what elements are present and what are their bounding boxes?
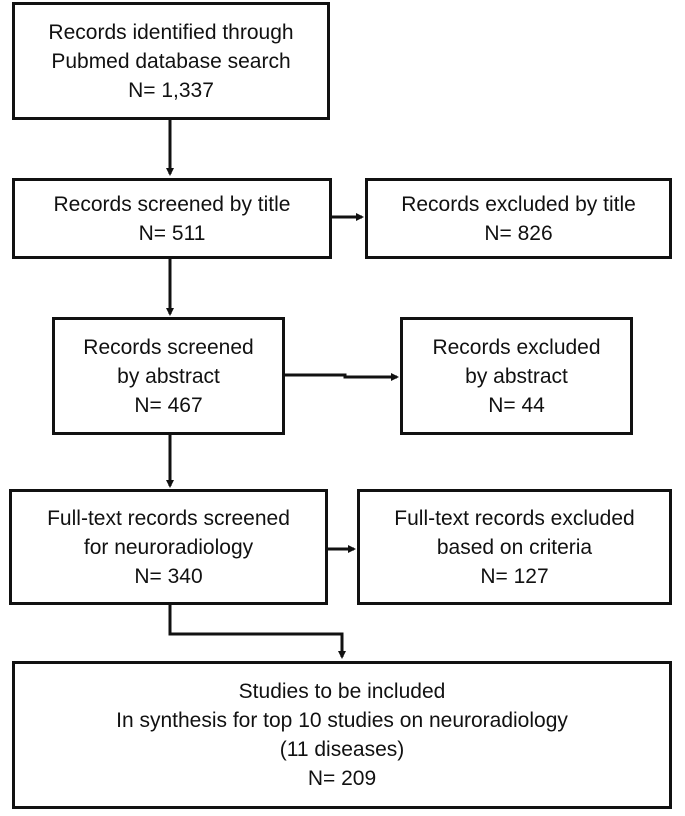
box-text-line: In synthesis for top 10 studies on neuro… [116,709,568,732]
box-count: N= 467 [134,393,203,417]
box-text-line: Records excluded by title [401,192,636,216]
box-studies-included: Studies to be included In synthesis for … [12,661,672,809]
box-text-line: Records identified through [48,20,294,44]
box-text-line: Studies to be included [238,680,446,703]
box-text-line: based on criteria [436,535,593,559]
box-text-line: for neuroradiology [83,535,254,559]
box-text-line: Full-text records screened [47,506,290,530]
box-count: N= 340 [134,564,203,588]
box-records-excluded-by-abstract: Records excluded by abstract N= 44 [400,317,633,435]
box-count: N= 44 [488,393,545,417]
box-count: N= 1,337 [128,78,214,102]
box-count: N= 826 [484,221,553,245]
box-text-line: (11 diseases) [279,738,405,761]
box-text-line: Records excluded [432,335,601,359]
box-count: N= 511 [138,221,206,245]
box-records-excluded-by-title: Records excluded by title N= 826 [365,178,672,259]
box-records-screened-by-title: Records screened by title N= 511 [12,178,332,259]
box-text-line: Pubmed database search [51,49,291,73]
box-fulltext-records-excluded: Full-text records excluded based on crit… [357,489,672,605]
box-text-line: Records screened [83,335,254,359]
box-fulltext-records-screened: Full-text records screened for neuroradi… [9,489,328,605]
box-text-line: Records screened by title [53,192,291,216]
box-text-line: by abstract [465,364,568,388]
box-count: N= 209 [307,767,377,790]
box-text-line: Full-text records excluded [394,506,635,530]
arrow-screened-abstract-to-excluded-abstract [284,373,399,381]
box-count: N= 127 [480,564,549,588]
box-text-line: by abstract [117,364,220,388]
arrow-fulltext-screened-to-included [168,604,346,659]
box-records-screened-by-abstract: Records screened by abstract N= 467 [52,317,285,435]
box-records-identified: Records identified through Pubmed databa… [12,2,330,120]
